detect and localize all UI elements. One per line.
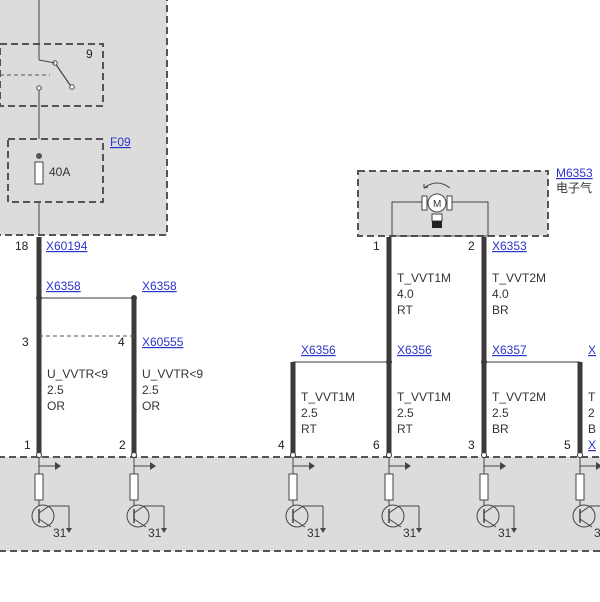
ground-label: 31 xyxy=(403,526,417,540)
transistor-symbol xyxy=(381,504,405,528)
wire-label-w3: T_VVT1M 4.0 RT xyxy=(397,271,451,317)
pin-number: 18 xyxy=(15,239,29,253)
svg-text:2.5: 2.5 xyxy=(397,406,414,420)
connector-pins-bottom xyxy=(36,452,583,458)
svg-text:2.5: 2.5 xyxy=(492,406,509,420)
pin-number: 2 xyxy=(468,239,475,253)
driver-transistor-stage: 31 xyxy=(572,457,600,540)
connector-link-x6358-a[interactable]: X6358 xyxy=(46,279,81,293)
svg-text:4.0: 4.0 xyxy=(492,287,509,301)
driver-transistor-stage: 31 xyxy=(126,457,167,540)
ground-label: 31 xyxy=(307,526,321,540)
transistor-symbol xyxy=(476,504,500,528)
wire-label-w5: T_VVT1M 2.5 RT xyxy=(301,390,355,436)
svg-text:4.0: 4.0 xyxy=(397,287,414,301)
connector-link-x60555[interactable]: X60555 xyxy=(142,335,184,349)
svg-text:2: 2 xyxy=(588,406,595,420)
connector-link-partial-bottom[interactable]: X xyxy=(588,438,596,452)
transistor-symbol xyxy=(572,504,596,528)
relay-contact xyxy=(54,62,71,86)
connector-link-partial-right[interactable]: X xyxy=(588,343,596,357)
ground-label: 31 xyxy=(498,526,512,540)
fuse-link-f09[interactable]: F09 xyxy=(110,135,131,149)
pin-number: 1 xyxy=(24,438,31,452)
motor-symbol-letter: M xyxy=(433,199,441,210)
fuse-rating: 40A xyxy=(49,165,70,179)
svg-text:RT: RT xyxy=(397,303,413,317)
ground-label: 31 xyxy=(594,526,600,540)
svg-text:BR: BR xyxy=(492,422,509,436)
svg-text:T_VVT2M: T_VVT2M xyxy=(492,271,546,285)
svg-text:T_VVT1M: T_VVT1M xyxy=(397,390,451,404)
fuse-symbol xyxy=(34,161,44,185)
svg-text:OR: OR xyxy=(47,399,65,413)
pin-number: 1 xyxy=(373,239,380,253)
svg-text:T_VVT1M: T_VVT1M xyxy=(301,390,355,404)
ground-label: 31 xyxy=(53,526,67,540)
wire-label-w6: T_VVT1M 2.5 RT xyxy=(397,390,451,436)
wire-label-w8-partial: T 2 B xyxy=(588,390,596,436)
relay-pin-label: 9 xyxy=(86,47,93,61)
svg-text:2.5: 2.5 xyxy=(47,383,64,397)
svg-text:2.5: 2.5 xyxy=(142,383,159,397)
svg-text:BR: BR xyxy=(492,303,509,317)
pin-number: 3 xyxy=(22,335,29,349)
connector-link-x6356-b[interactable]: X6356 xyxy=(397,343,432,357)
upper-control-module: 9 40A xyxy=(0,0,168,236)
pin-number: 3 xyxy=(468,438,475,452)
connector-link-x60194[interactable]: X60194 xyxy=(46,239,88,253)
driver-stages: 31 31 31 31 31 31 xyxy=(31,457,600,540)
wire-label-w4: T_VVT2M 4.0 BR xyxy=(492,271,546,317)
connector-link-x6357[interactable]: X6357 xyxy=(492,343,527,357)
ground-label: 31 xyxy=(148,526,162,540)
svg-text:T_VVT2M: T_VVT2M xyxy=(492,390,546,404)
fuse-box: 40A xyxy=(7,138,104,203)
motor-link-m6353[interactable]: M6353 xyxy=(556,166,593,180)
connector-link-x6358-b[interactable]: X6358 xyxy=(142,279,177,293)
svg-text:U_VVTR<9: U_VVTR<9 xyxy=(142,367,203,381)
svg-text:RT: RT xyxy=(301,422,317,436)
svg-text:2.5: 2.5 xyxy=(301,406,318,420)
splice-points xyxy=(36,295,487,365)
motor-description: 电子气 xyxy=(556,180,592,195)
pin-number: 2 xyxy=(119,438,126,452)
svg-text:U_VVTR<9: U_VVTR<9 xyxy=(47,367,108,381)
pin-number: 4 xyxy=(278,438,285,452)
svg-text:B: B xyxy=(588,422,596,436)
driver-transistor-stage: 31 xyxy=(285,457,326,540)
svg-text:T_VVT1M: T_VVT1M xyxy=(397,271,451,285)
wire-label-w1: U_VVTR<9 2.5 OR xyxy=(47,367,108,413)
svg-text:OR: OR xyxy=(142,399,160,413)
lower-control-module xyxy=(0,456,600,552)
wires xyxy=(36,237,583,457)
pin-number: 6 xyxy=(373,438,380,452)
wire-label-w7: T_VVT2M 2.5 BR xyxy=(492,390,546,436)
svg-text:T: T xyxy=(588,390,596,404)
svg-text:RT: RT xyxy=(397,422,413,436)
transistor-symbol xyxy=(285,504,309,528)
driver-transistor-stage: 31 xyxy=(381,457,422,540)
connector-link-x6353[interactable]: X6353 xyxy=(492,239,527,253)
pin-number: 4 xyxy=(118,335,125,349)
motor-symbol xyxy=(427,193,447,213)
transistor-symbol xyxy=(31,504,55,528)
wire-label-w2: U_VVTR<9 2.5 OR xyxy=(142,367,203,413)
transistor-symbol xyxy=(126,504,150,528)
vvt-motor-module: M xyxy=(357,170,549,237)
driver-transistor-stage: 31 xyxy=(31,457,72,540)
driver-transistor-stage: 31 xyxy=(476,457,517,540)
pin-number: 5 xyxy=(564,438,571,452)
connector-link-x6356-a[interactable]: X6356 xyxy=(301,343,336,357)
relay-box: 9 xyxy=(0,0,104,107)
